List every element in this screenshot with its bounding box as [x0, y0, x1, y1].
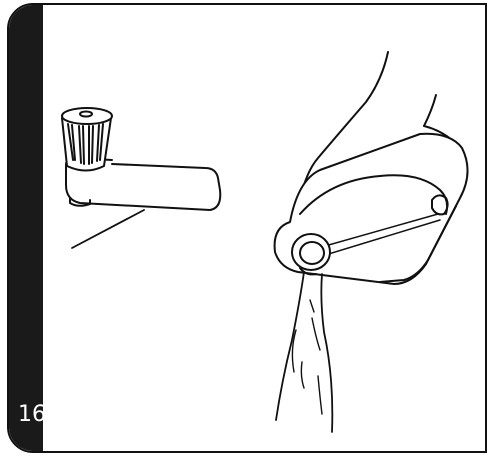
faucet-illustration [62, 108, 220, 248]
water-stream-icon [276, 272, 332, 432]
pouring-tank-illustration [275, 52, 468, 432]
faucet-knob-icon [62, 108, 112, 171]
